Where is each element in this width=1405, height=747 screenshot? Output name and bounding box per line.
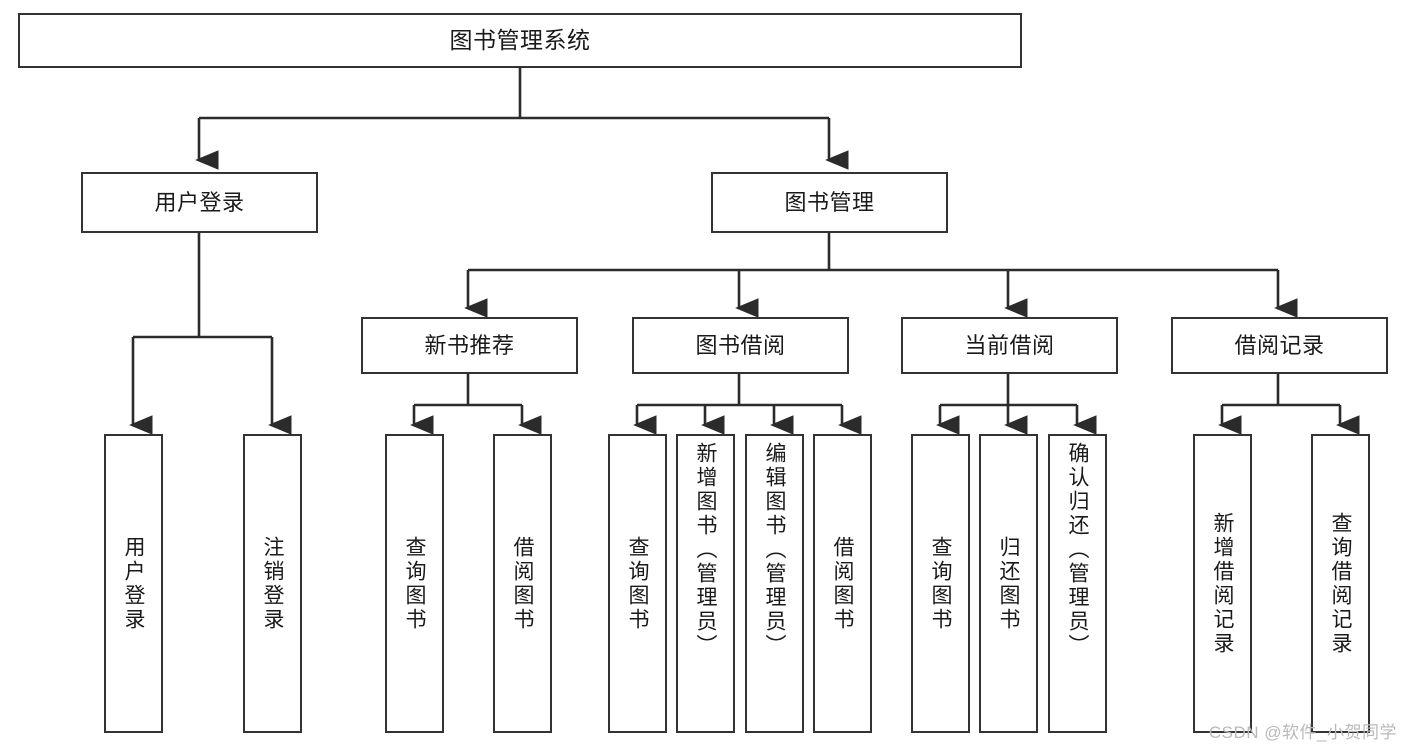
node-leaf-user-login[interactable]: 用户登录: [104, 434, 163, 733]
node-leaf-query-borrow-record[interactable]: 查询借阅记录: [1311, 434, 1370, 733]
node-leaf-query-borrow-record-label: 查询借阅记录: [1329, 511, 1352, 656]
node-leaf-edit-book-admin-label: 编辑图书（管理员）: [763, 442, 786, 658]
node-current-borrow[interactable]: 当前借阅: [901, 317, 1118, 374]
node-new-book-recommend-label: 新书推荐: [424, 332, 515, 358]
node-leaf-add-borrow-record-label: 新增借阅记录: [1211, 511, 1234, 656]
node-borrow-record[interactable]: 借阅记录: [1171, 317, 1388, 374]
node-leaf-borrow-book-2-label: 借阅图书: [831, 535, 854, 632]
node-user-login-label: 用户登录: [154, 189, 245, 215]
node-leaf-edit-book-admin[interactable]: 编辑图书（管理员）: [745, 434, 804, 733]
node-borrow-record-label: 借阅记录: [1234, 332, 1325, 358]
node-user-login[interactable]: 用户登录: [81, 172, 318, 233]
node-book-manage-label: 图书管理: [784, 189, 875, 215]
node-leaf-borrow-book-1[interactable]: 借阅图书: [493, 434, 552, 733]
node-leaf-add-borrow-record[interactable]: 新增借阅记录: [1193, 434, 1252, 733]
node-leaf-logout-login[interactable]: 注销登录: [243, 434, 302, 733]
node-book-borrow[interactable]: 图书借阅: [632, 317, 849, 374]
node-leaf-add-book-admin[interactable]: 新增图书（管理员）: [676, 434, 735, 733]
node-book-borrow-label: 图书借阅: [695, 332, 786, 358]
node-leaf-query-book-1[interactable]: 查询图书: [385, 434, 444, 733]
node-leaf-user-login-label: 用户登录: [122, 535, 145, 632]
node-leaf-query-book-3-label: 查询图书: [929, 535, 952, 632]
node-leaf-confirm-return-admin[interactable]: 确认归还（管理员）: [1048, 434, 1107, 733]
node-current-borrow-label: 当前借阅: [964, 332, 1055, 358]
node-leaf-return-book-label: 归还图书: [997, 535, 1020, 632]
node-root-label: 图书管理系统: [449, 27, 591, 54]
node-leaf-return-book[interactable]: 归还图书: [979, 434, 1038, 733]
node-leaf-borrow-book-2[interactable]: 借阅图书: [813, 434, 872, 733]
node-leaf-logout-login-label: 注销登录: [261, 535, 284, 632]
node-book-manage[interactable]: 图书管理: [711, 172, 948, 233]
node-leaf-confirm-return-admin-label: 确认归还（管理员）: [1066, 442, 1089, 658]
node-leaf-add-book-admin-label: 新增图书（管理员）: [694, 442, 717, 658]
node-leaf-query-book-1-label: 查询图书: [403, 535, 426, 632]
node-leaf-query-book-2[interactable]: 查询图书: [608, 434, 667, 733]
node-leaf-borrow-book-1-label: 借阅图书: [511, 535, 534, 632]
node-leaf-query-book-3[interactable]: 查询图书: [911, 434, 970, 733]
csdn-watermark: CSDN @软件_小贺同学: [1208, 723, 1397, 742]
node-new-book-recommend[interactable]: 新书推荐: [361, 317, 578, 374]
node-leaf-query-book-2-label: 查询图书: [626, 535, 649, 632]
node-root[interactable]: 图书管理系统: [18, 13, 1022, 68]
